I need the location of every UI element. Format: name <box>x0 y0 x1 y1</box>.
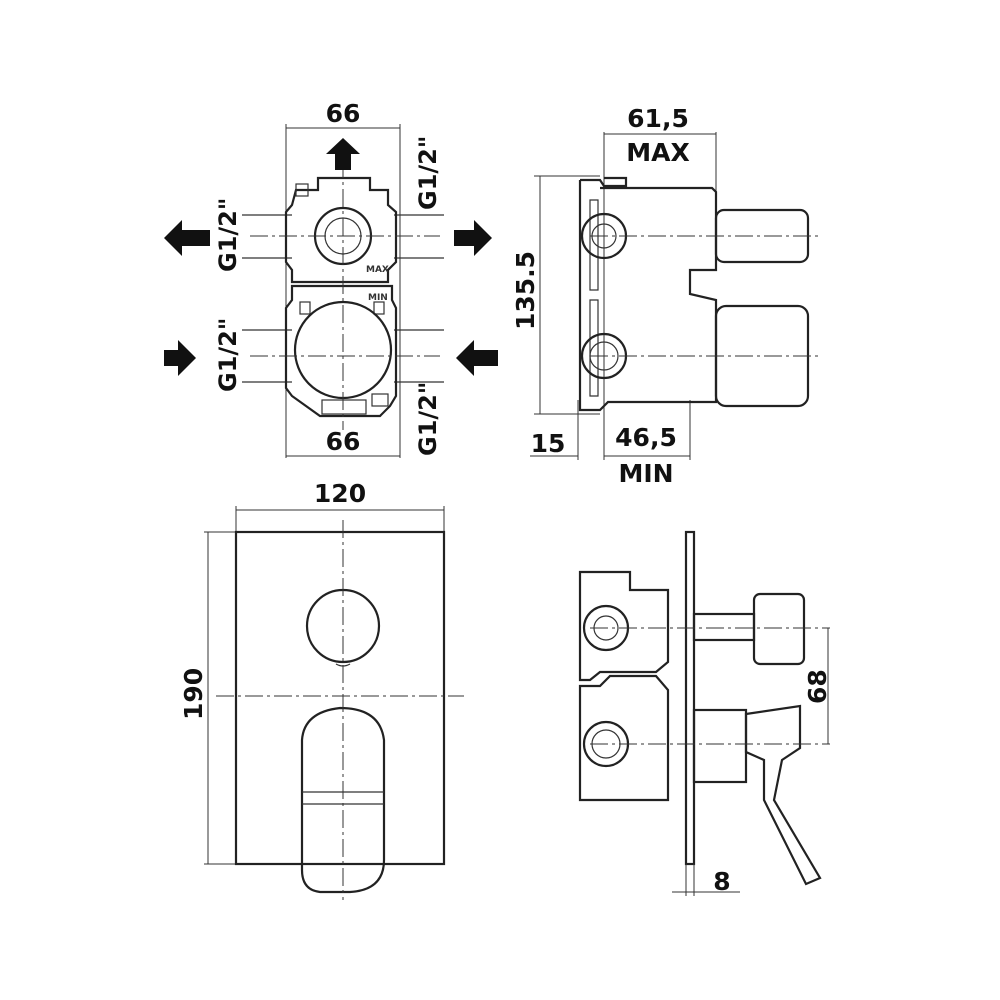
dim-plate-thickness: 8 <box>713 867 730 896</box>
front-view: 66 66 MAX MIN <box>164 99 498 458</box>
dim-plate-width: 120 <box>314 479 366 508</box>
arrow-right-icon <box>454 220 492 256</box>
mark-min: MIN <box>368 293 388 303</box>
cover-plate <box>234 530 446 866</box>
dim-width-bottom: 66 <box>326 427 361 456</box>
port-label-bottom-right: G1/2" <box>414 382 442 456</box>
dim-spacing: 68 <box>803 669 832 704</box>
plate-section <box>684 530 696 866</box>
dim-depth-max-label: MAX <box>626 138 690 167</box>
port-label-top-right: G1/2" <box>414 136 442 210</box>
port-label-left-upper: G1/2" <box>214 198 242 272</box>
arrow-left-icon <box>164 220 210 256</box>
side-view: 61,5 MAX 135.5 15 46,5 MIN <box>511 104 820 488</box>
dim-depth-min: 46,5 <box>615 423 677 452</box>
lever-side <box>744 704 822 886</box>
plate-view: 120 190 <box>179 479 464 900</box>
port-label-left-lower: G1/2" <box>214 318 242 392</box>
dim-depth-min-label: MIN <box>618 459 673 488</box>
arrow-up-icon <box>326 138 360 170</box>
diverter-stem <box>752 592 806 666</box>
dim-height: 135.5 <box>511 251 540 330</box>
dim-offset: 15 <box>531 429 566 458</box>
dim-width-top: 66 <box>326 99 361 128</box>
valve-body-outline <box>284 176 398 284</box>
dim-plate-height: 190 <box>179 668 208 720</box>
arrow-in-left-icon <box>164 340 196 376</box>
mark-max: MAX <box>366 265 389 275</box>
installed-view: 68 8 <box>578 530 832 896</box>
arrow-in-right-icon <box>456 340 498 376</box>
dim-depth-max: 61,5 <box>627 104 689 133</box>
lever-handle <box>300 706 386 894</box>
